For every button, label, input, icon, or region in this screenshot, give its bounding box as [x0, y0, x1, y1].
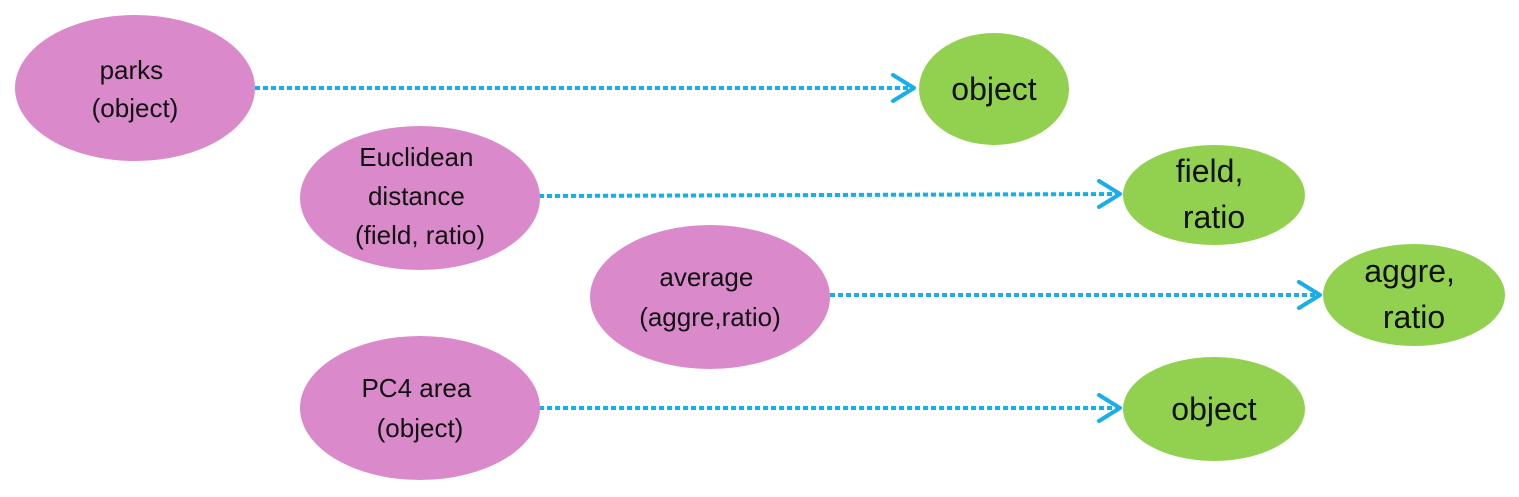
source-label: parks (object) [92, 55, 179, 123]
target-label-line: object [951, 71, 1037, 107]
source-ellipse [590, 225, 830, 369]
source-label-line: average [659, 262, 753, 292]
source-ellipse [15, 15, 255, 161]
target-label-line: object [1171, 391, 1257, 427]
source-ellipse [300, 126, 540, 270]
source-node-pc4-area: PC4 area (object) [300, 336, 540, 480]
target-label: object [951, 71, 1037, 107]
edge-row-1 [255, 73, 916, 103]
source-label-line: (field, ratio) [355, 220, 485, 250]
edge-row-2 [538, 179, 1122, 209]
source-ellipse [300, 336, 540, 480]
target-label: aggre, ratio [1364, 253, 1464, 335]
source-label-line: Euclidean [359, 142, 473, 172]
source-label: PC4 area (object) [361, 373, 478, 443]
source-label-line: (aggre,ratio) [639, 302, 781, 332]
source-label-line: PC4 area [361, 373, 471, 403]
source-label-line: (object) [377, 413, 464, 443]
arrow-head-icon [1097, 179, 1122, 209]
target-node-object: object [919, 33, 1069, 145]
target-ellipse [1123, 145, 1305, 245]
target-label-line: field, [1176, 153, 1244, 189]
target-label-line: ratio [1383, 299, 1445, 335]
arrow-head-icon [1297, 280, 1322, 310]
target-ellipse [1123, 357, 1305, 461]
source-label-line: (object) [92, 93, 179, 123]
arrow-head-icon [1097, 393, 1122, 423]
arrow-line [538, 192, 1119, 198]
target-label-line: aggre, [1364, 253, 1455, 289]
target-label: object [1171, 391, 1257, 427]
target-label-line: ratio [1183, 199, 1245, 235]
target-node-object: object [1123, 357, 1305, 461]
edge-row-4 [539, 393, 1122, 423]
source-node-average: average (aggre,ratio) [590, 225, 830, 369]
target-label: field, ratio [1176, 153, 1252, 235]
source-label-line: distance [368, 181, 465, 211]
target-node-aggre-ratio: aggre, ratio [1323, 244, 1505, 346]
target-node-field-ratio: field, ratio [1123, 145, 1305, 245]
arrow-head-icon [891, 73, 916, 103]
target-ellipse [1323, 244, 1505, 346]
source-label: average (aggre,ratio) [639, 262, 781, 332]
source-node-euclidean-distance: Euclidean distance (field, ratio) [300, 126, 540, 270]
edge-row-3 [830, 280, 1322, 310]
target-ellipse [919, 33, 1069, 145]
source-label-line: parks [100, 55, 164, 85]
source-node-parks: parks (object) [15, 15, 255, 161]
source-label: Euclidean distance (field, ratio) [355, 142, 485, 250]
